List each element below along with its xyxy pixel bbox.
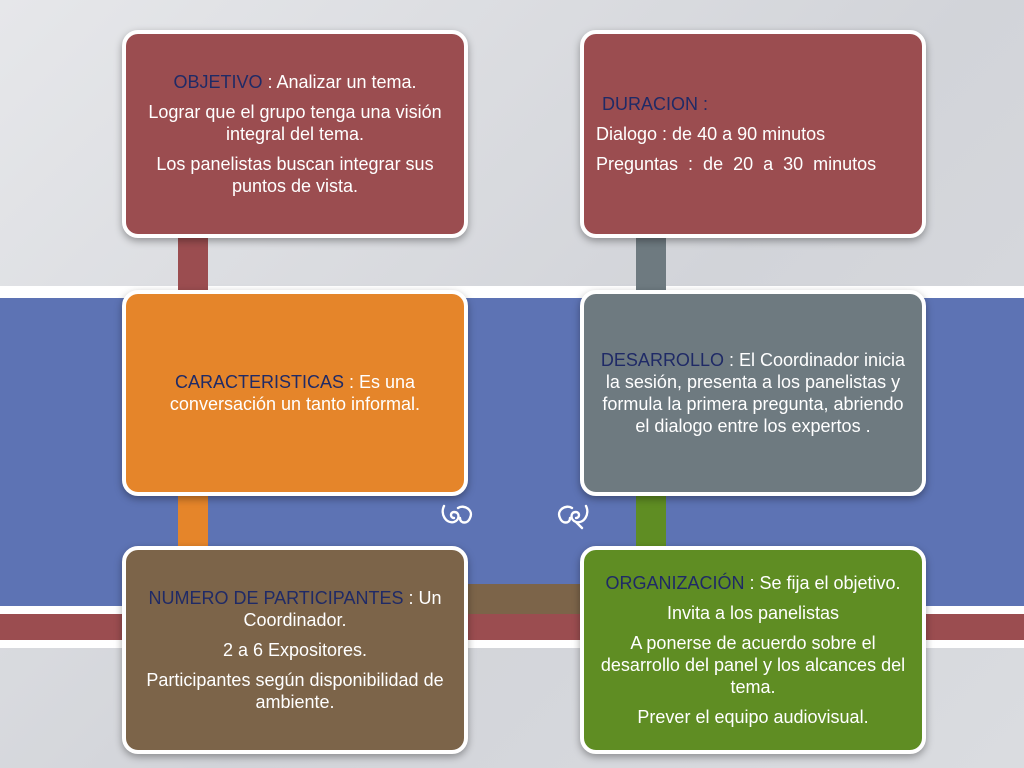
ornament-left-icon <box>438 500 478 536</box>
objetivo-text: Analizar un tema. <box>276 72 417 92</box>
organizacion-p2: Invita a los panelistas <box>666 603 840 623</box>
duracion-p3: Preguntas : de 20 a 30 minutos <box>596 154 877 174</box>
organizacion-sep: : <box>744 573 760 593</box>
connector-caracteristicas <box>178 494 208 554</box>
numero-sep: : <box>403 588 419 608</box>
objetivo-sep: : <box>262 72 277 92</box>
connector-desarrollo <box>636 494 666 554</box>
connector-duracion <box>636 236 666 296</box>
numero-p3: Participantes según disponibilidad de am… <box>146 670 444 712</box>
organizacion-p4: Prever el equipo audiovisual. <box>637 707 869 727</box>
organizacion-text: Se fija el objetivo. <box>759 573 901 593</box>
white-band-bottom <box>0 640 1024 648</box>
desarrollo-sep: : <box>723 350 739 370</box>
ornament-right-icon-svg <box>557 504 589 530</box>
organizacion-p3: A ponerse de acuerdo sobre el desarrollo… <box>600 633 906 697</box>
ornament-left-icon-svg <box>441 504 473 524</box>
duracion-p2: Dialogo : de 40 a 90 minutos <box>596 124 826 144</box>
organizacion-box: ORGANIZACIÓN : Se fija el objetivo. Invi… <box>580 546 926 754</box>
ornament-right-icon <box>552 500 592 536</box>
connector-numero-organizacion <box>466 584 584 614</box>
caracteristicas-sep: : <box>343 372 359 392</box>
objetivo-key: OBJETIVO <box>173 72 263 92</box>
duracion-key: DURACION : <box>602 94 709 114</box>
objetivo-p2: Lograr que el grupo tenga una visión int… <box>148 102 442 144</box>
duracion-box: DURACION : Dialogo : de 40 a 90 minutos … <box>580 30 926 238</box>
caracteristicas-box: CARACTERISTICAS : Es una conversación un… <box>122 290 468 496</box>
objetivo-box: OBJETIVO : Analizar un tema. Lograr que … <box>122 30 468 238</box>
caracteristicas-text: Es una conversación un tanto informal. <box>169 372 421 414</box>
numero-key: NUMERO DE PARTICIPANTES <box>148 588 404 608</box>
caracteristicas-key: CARACTERISTICAS <box>174 372 344 392</box>
desarrollo-key: DESARROLLO <box>600 350 724 370</box>
objetivo-p3: Los panelistas buscan integrar sus punto… <box>156 154 434 196</box>
desarrollo-box: DESARROLLO : El Coordinador inicia la se… <box>580 290 926 496</box>
numero-p2: 2 a 6 Expositores. <box>222 640 368 660</box>
numero-participantes-box: NUMERO DE PARTICIPANTES : Un Coordinador… <box>122 546 468 754</box>
desarrollo-text: El Coordinador inicia la sesión, present… <box>602 350 906 436</box>
connector-objetivo <box>178 236 208 296</box>
organizacion-key: ORGANIZACIÓN <box>605 573 745 593</box>
numero-text: Un Coordinador. <box>243 588 442 630</box>
